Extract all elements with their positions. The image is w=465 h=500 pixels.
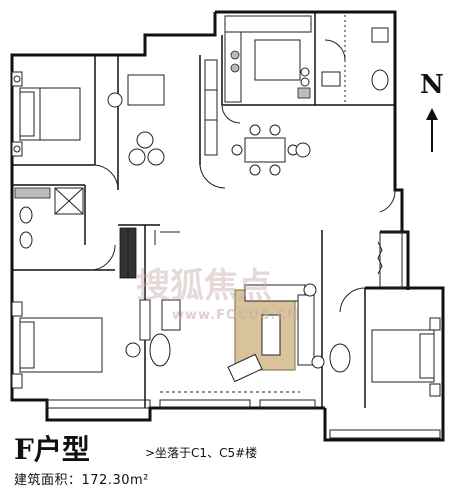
dining [231,124,311,176]
bedroom-bottom-right [329,241,441,397]
doors [89,39,396,313]
bathroom-top-right [321,15,389,102]
unit-title: F户型 [14,433,90,466]
windows [46,231,441,439]
watermark-url: www.FOCUS.CN [172,308,299,323]
watermark-text: 搜狐焦点 [136,266,272,306]
north-arrow-icon [426,108,438,152]
living-room [149,283,325,393]
north-label: N [420,70,444,100]
interior-walls [12,12,395,408]
location-text: >坐落于C1、C5#楼 [145,446,258,460]
study [107,59,218,166]
area-text: 建筑面积：172.30m² [14,473,149,488]
bedroom-top-left [11,71,81,157]
hall-cabinets [119,227,180,279]
kitchen [224,15,312,103]
bathroom-left [14,187,84,249]
bedroom-bottom-left [11,299,151,389]
